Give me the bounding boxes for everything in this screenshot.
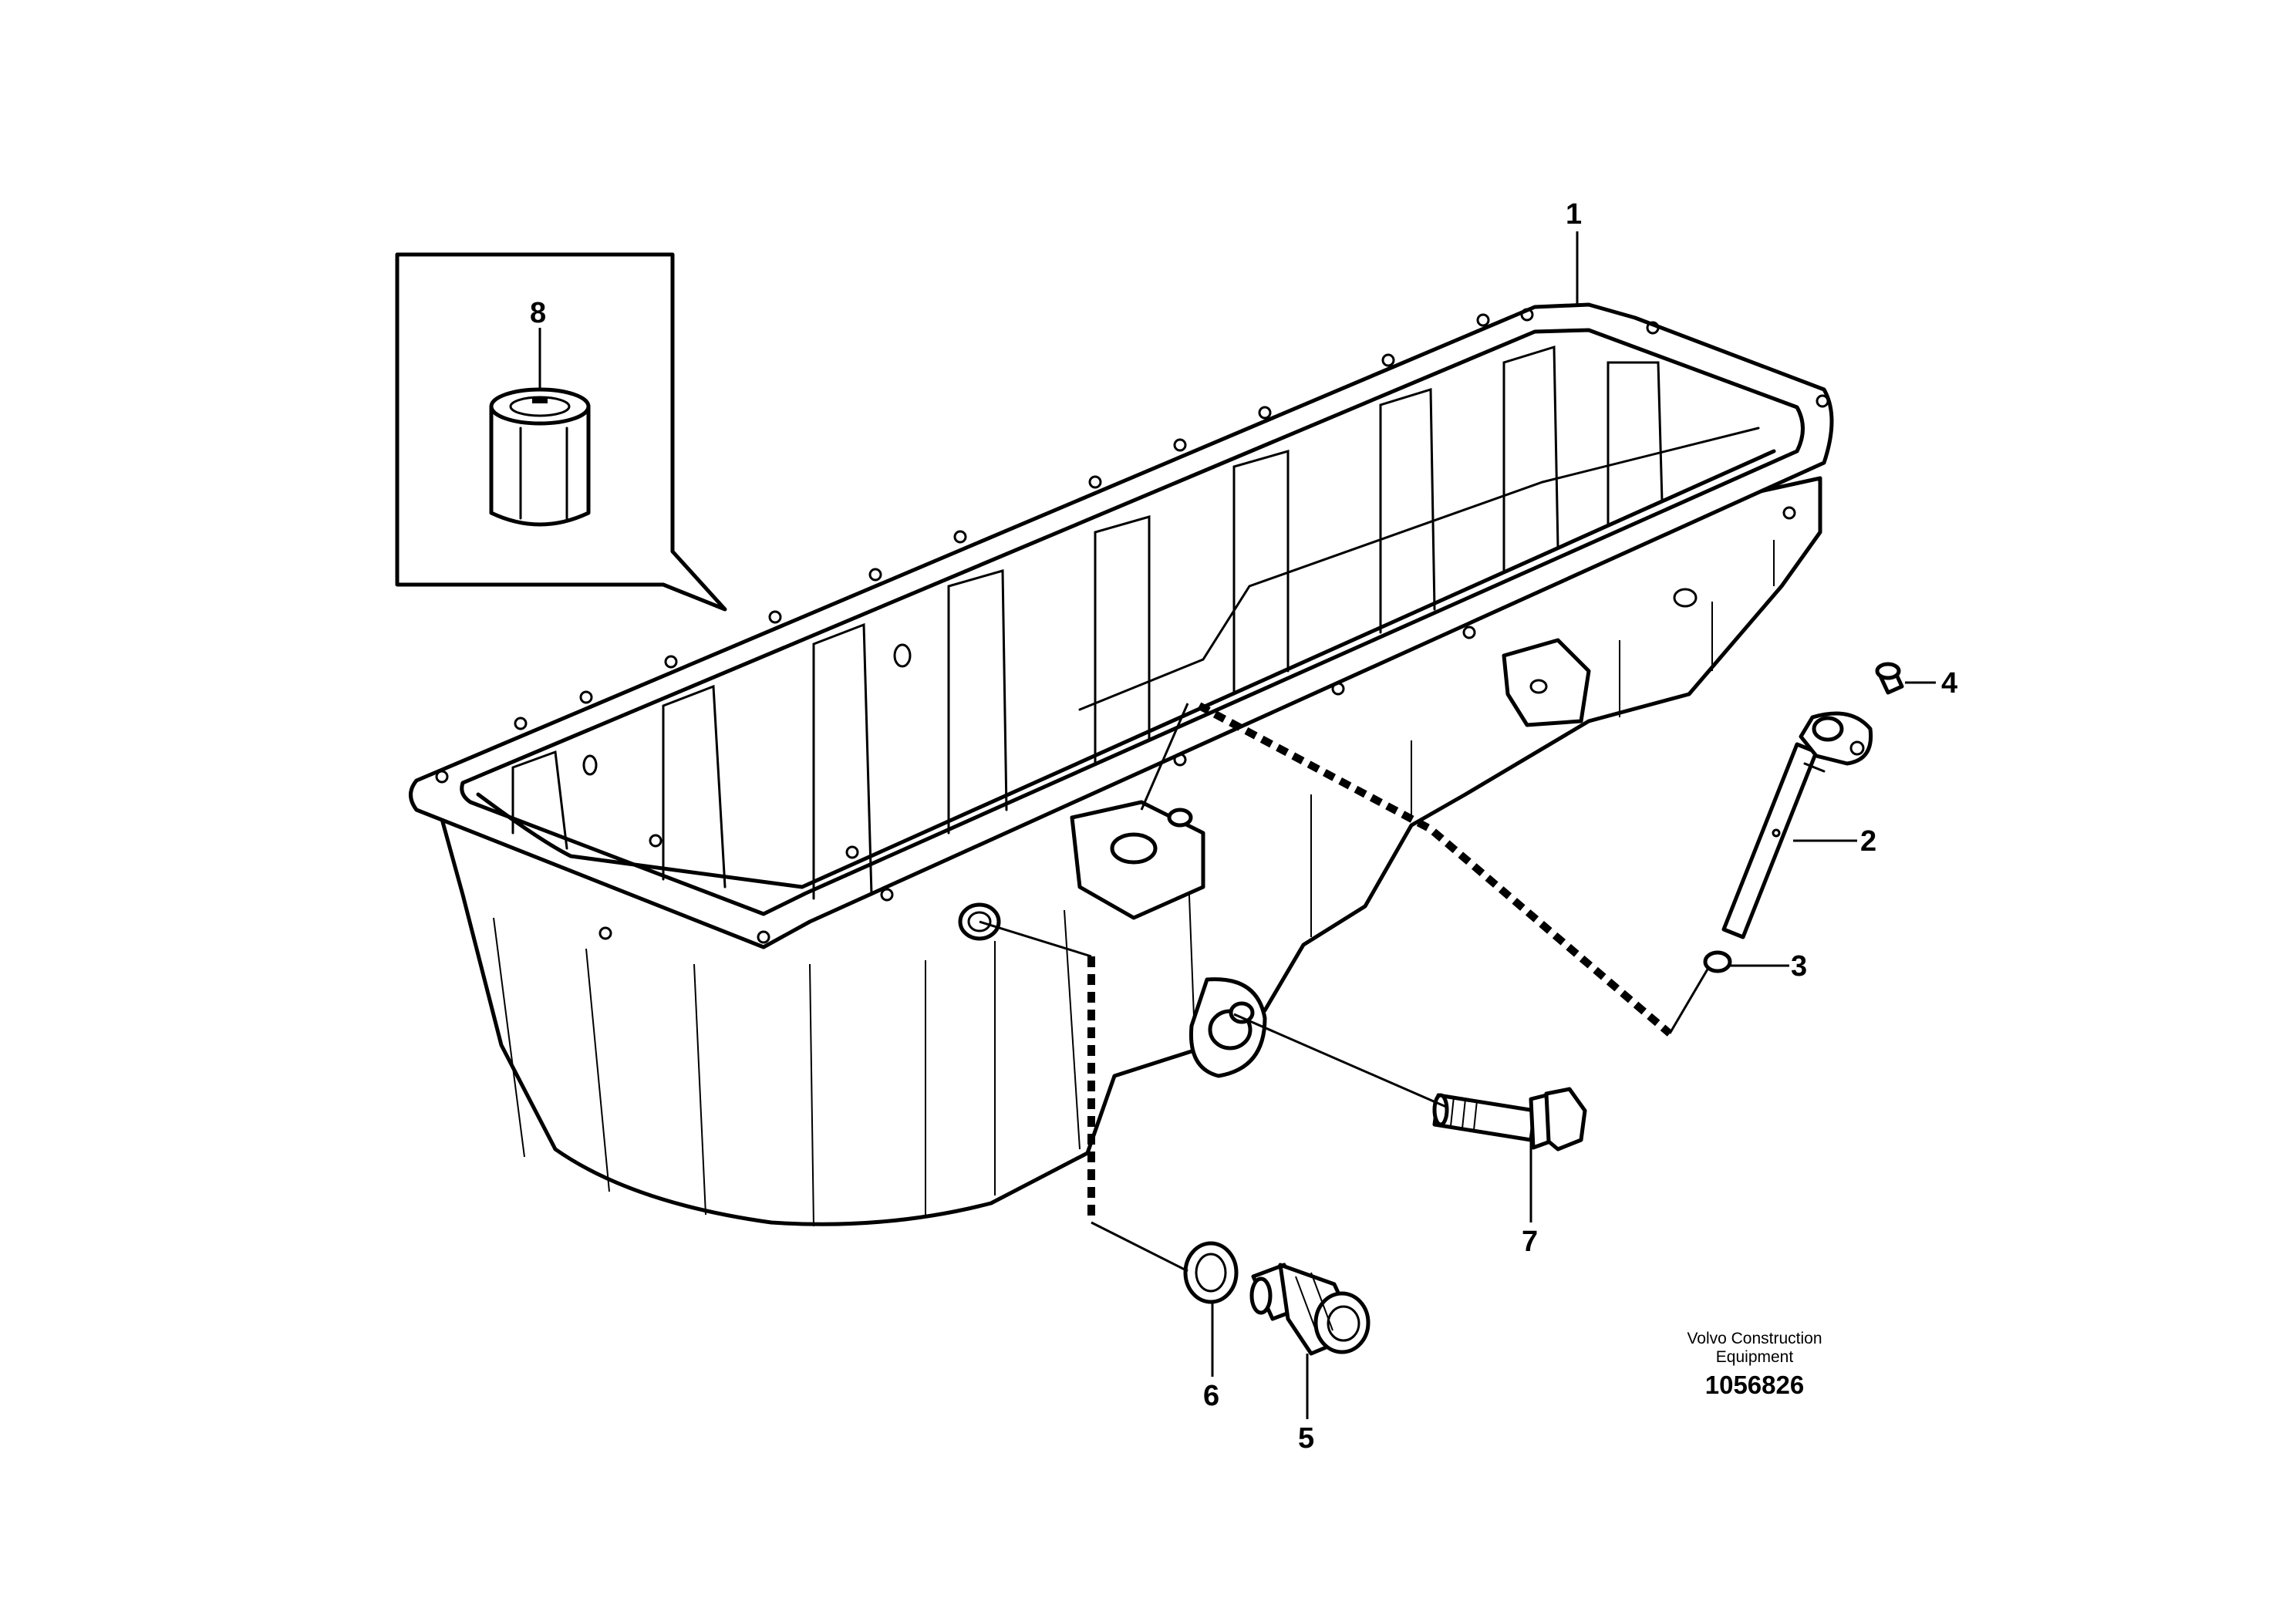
callout-8: 8 — [530, 297, 546, 329]
part-2-dipstick — [1721, 711, 1873, 939]
detail-inset — [395, 252, 727, 612]
part-7-flange-screw — [1432, 1087, 1587, 1152]
part-1-oil-pan — [409, 302, 1834, 1227]
part-6-sealing-ring — [1183, 1241, 1239, 1304]
callout-2: 2 — [1860, 825, 1876, 858]
callout-leaders — [1211, 231, 1936, 1419]
pan-ribs — [493, 345, 1775, 1227]
brand-line-1: Volvo Construction — [1687, 1330, 1822, 1347]
callout-3: 3 — [1791, 950, 1807, 983]
callout-6: 6 — [1203, 1380, 1219, 1412]
callout-5: 5 — [1298, 1422, 1314, 1455]
callout-1: 1 — [1566, 198, 1582, 231]
flange-bolt-holes — [435, 308, 1829, 944]
part-3-o-ring — [1703, 950, 1732, 973]
document-number: 1056826 — [1705, 1371, 1804, 1399]
brand-line-2: Equipment — [1716, 1348, 1794, 1366]
callout-7: 7 — [1522, 1226, 1538, 1258]
part-8-sleeve — [489, 387, 591, 527]
assembly-lines — [979, 702, 1710, 1273]
callout-4: 4 — [1941, 667, 1957, 700]
part-4-screw — [1875, 662, 1904, 695]
part-5-drain-plug — [1249, 1263, 1371, 1356]
